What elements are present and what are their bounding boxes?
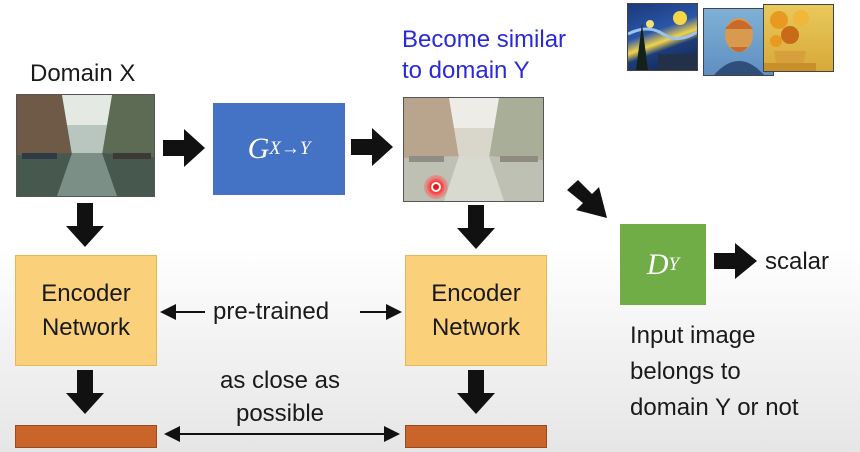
scalar-label: scalar [765,248,830,275]
become-similar-line-1: Become similar [402,26,567,53]
arrow-right-icon [351,128,393,166]
arrow-down-icon [457,370,495,414]
arrow-right-icon [163,129,205,167]
caption-line-3: domain Y or not [630,394,799,421]
arrow-diagonal-icon [567,180,607,218]
arrow-down-icon [66,370,104,414]
close-line-2: possible [235,400,325,427]
discriminator-caption: Input image belongs to domain Y or not [630,318,799,426]
feature-vector-left [15,425,157,448]
domain-x-label: Domain X [30,60,136,87]
encoder-left-line-2: Network [41,313,130,341]
close-line-1: as close as [219,367,341,394]
discriminator-subscript: Y [668,253,680,275]
encoder-network-left: Encoder Network [15,255,157,366]
become-similar-line-2: to domain Y [402,57,530,84]
arrow-down-icon [457,205,495,249]
generated-photo [403,97,544,202]
pretrained-label: pre-trained [213,298,330,325]
thumbnail-self-portrait [703,8,774,76]
generator-symbol: G [247,132,270,165]
arrow-right-icon [714,243,757,279]
source-photo [16,94,155,197]
encoder-right-line-1: Encoder [431,279,521,307]
caption-line-2: belongs to [630,358,741,385]
arrow-down-icon [66,203,104,247]
close-as-possible-label: as close as possible [210,364,350,430]
thumbnail-sunflowers [763,4,834,72]
thumbnail-starry-night [627,3,698,71]
encoder-network-right: Encoder Network [405,255,547,366]
generator-subscript: X→Y [269,138,311,159]
encoder-left-line-1: Encoder [41,279,131,307]
become-similar-label: Become similar to domain Y [402,24,566,86]
discriminator-symbol: D [646,247,669,281]
encoder-right-line-2: Network [431,313,520,341]
cursor-dot-icon [424,175,448,199]
feature-vector-right [405,425,547,448]
caption-line-1: Input image [630,322,756,349]
